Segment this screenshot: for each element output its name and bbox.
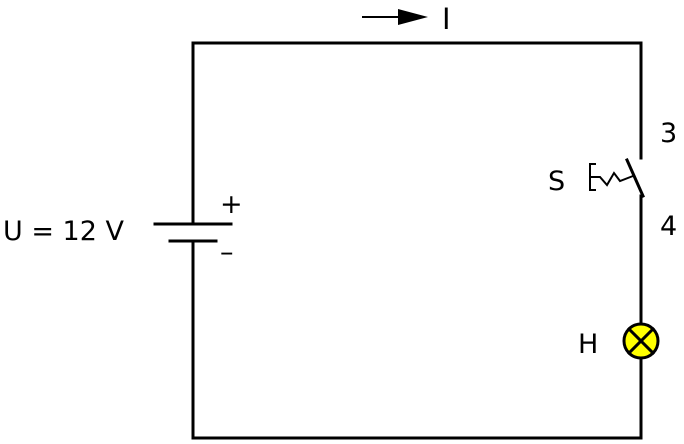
plus-sign: +	[220, 189, 243, 220]
switch-blade	[625, 158, 645, 198]
lamp-cross-2	[626, 326, 656, 356]
minus-sign: –	[220, 237, 234, 268]
terminal-top-label: 3	[660, 118, 677, 149]
terminal-bottom-label: 4	[660, 211, 677, 242]
lamp-label: H	[578, 329, 598, 360]
voltage-label: U = 12 V	[3, 216, 124, 247]
switch-actuator-linkage	[590, 171, 634, 187]
current-label: I	[442, 2, 451, 36]
circuit-wires	[191, 41, 643, 440]
battery-icon	[153, 222, 233, 243]
arrow-right-icon	[362, 9, 428, 25]
push-switch-icon	[589, 158, 645, 198]
lamp-icon	[622, 322, 660, 360]
switch-label: S	[548, 166, 565, 197]
